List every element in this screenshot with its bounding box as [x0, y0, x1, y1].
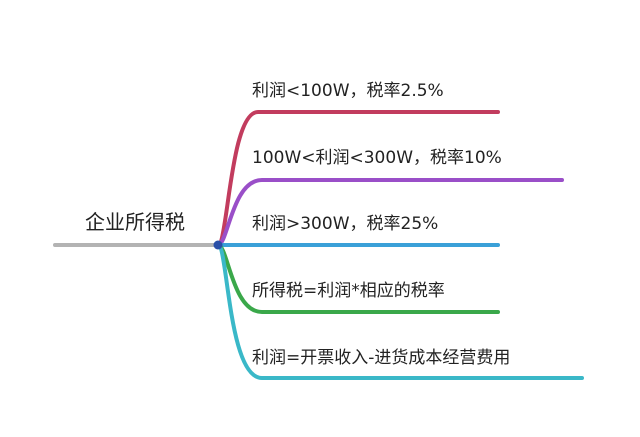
branch-1-label: 利润<100W，税率2.5%	[252, 81, 444, 101]
branch-2-label: 100W<利润<300W，税率10%	[252, 148, 502, 168]
branch-4: 所得税=利润*相应的税率	[216, 243, 500, 314]
branch-4-curve	[216, 243, 500, 314]
branch-4-label: 所得税=利润*相应的税率	[252, 281, 445, 301]
branch-5-label: 利润=开票收入-进货成本经营费用	[252, 348, 510, 368]
branch-3: 利润>300W，税率25%	[216, 214, 500, 247]
root-node	[213, 240, 223, 250]
branch-5-curve	[216, 243, 584, 380]
root-label: 企业所得税	[85, 210, 185, 234]
branch-3-label: 利润>300W，税率25%	[252, 214, 438, 234]
branch-2-curve	[216, 178, 564, 247]
branch-5: 利润=开票收入-进货成本经营费用	[216, 243, 584, 380]
